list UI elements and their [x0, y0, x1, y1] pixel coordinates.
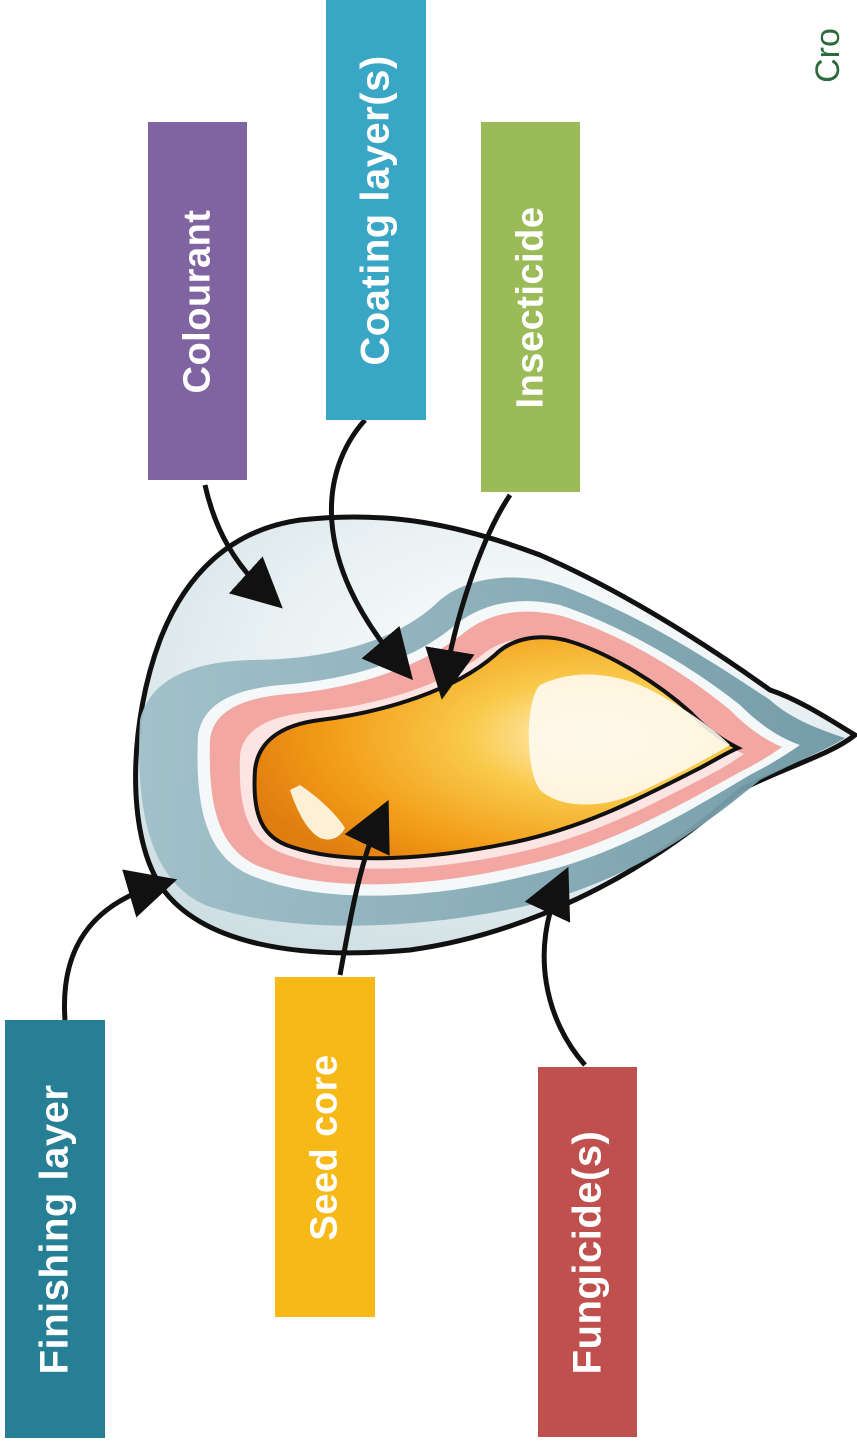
label-colourant-text: Colourant [176, 209, 219, 393]
label-colourant: Colourant [148, 122, 247, 480]
label-coating-text: Coating layer(s) [354, 55, 399, 365]
brand-text: Cro [800, 0, 857, 110]
label-insecticide-text: Insecticide [509, 206, 552, 408]
arrow-finishing [64, 885, 158, 1020]
label-finishing-text: Finishing layer [33, 1084, 78, 1374]
label-fungicide-text: Fungicide(s) [565, 1130, 610, 1374]
label-seed-core: Seed core [275, 977, 375, 1317]
label-seed-core-text: Seed core [304, 1054, 347, 1240]
brand-text-label: Cro [809, 28, 848, 83]
label-insecticide: Insecticide [481, 122, 580, 492]
label-finishing: Finishing layer [5, 1020, 105, 1438]
label-coating: Coating layer(s) [326, 0, 426, 420]
arrow-fungicide [544, 885, 585, 1065]
label-fungicide: Fungicide(s) [538, 1067, 637, 1437]
